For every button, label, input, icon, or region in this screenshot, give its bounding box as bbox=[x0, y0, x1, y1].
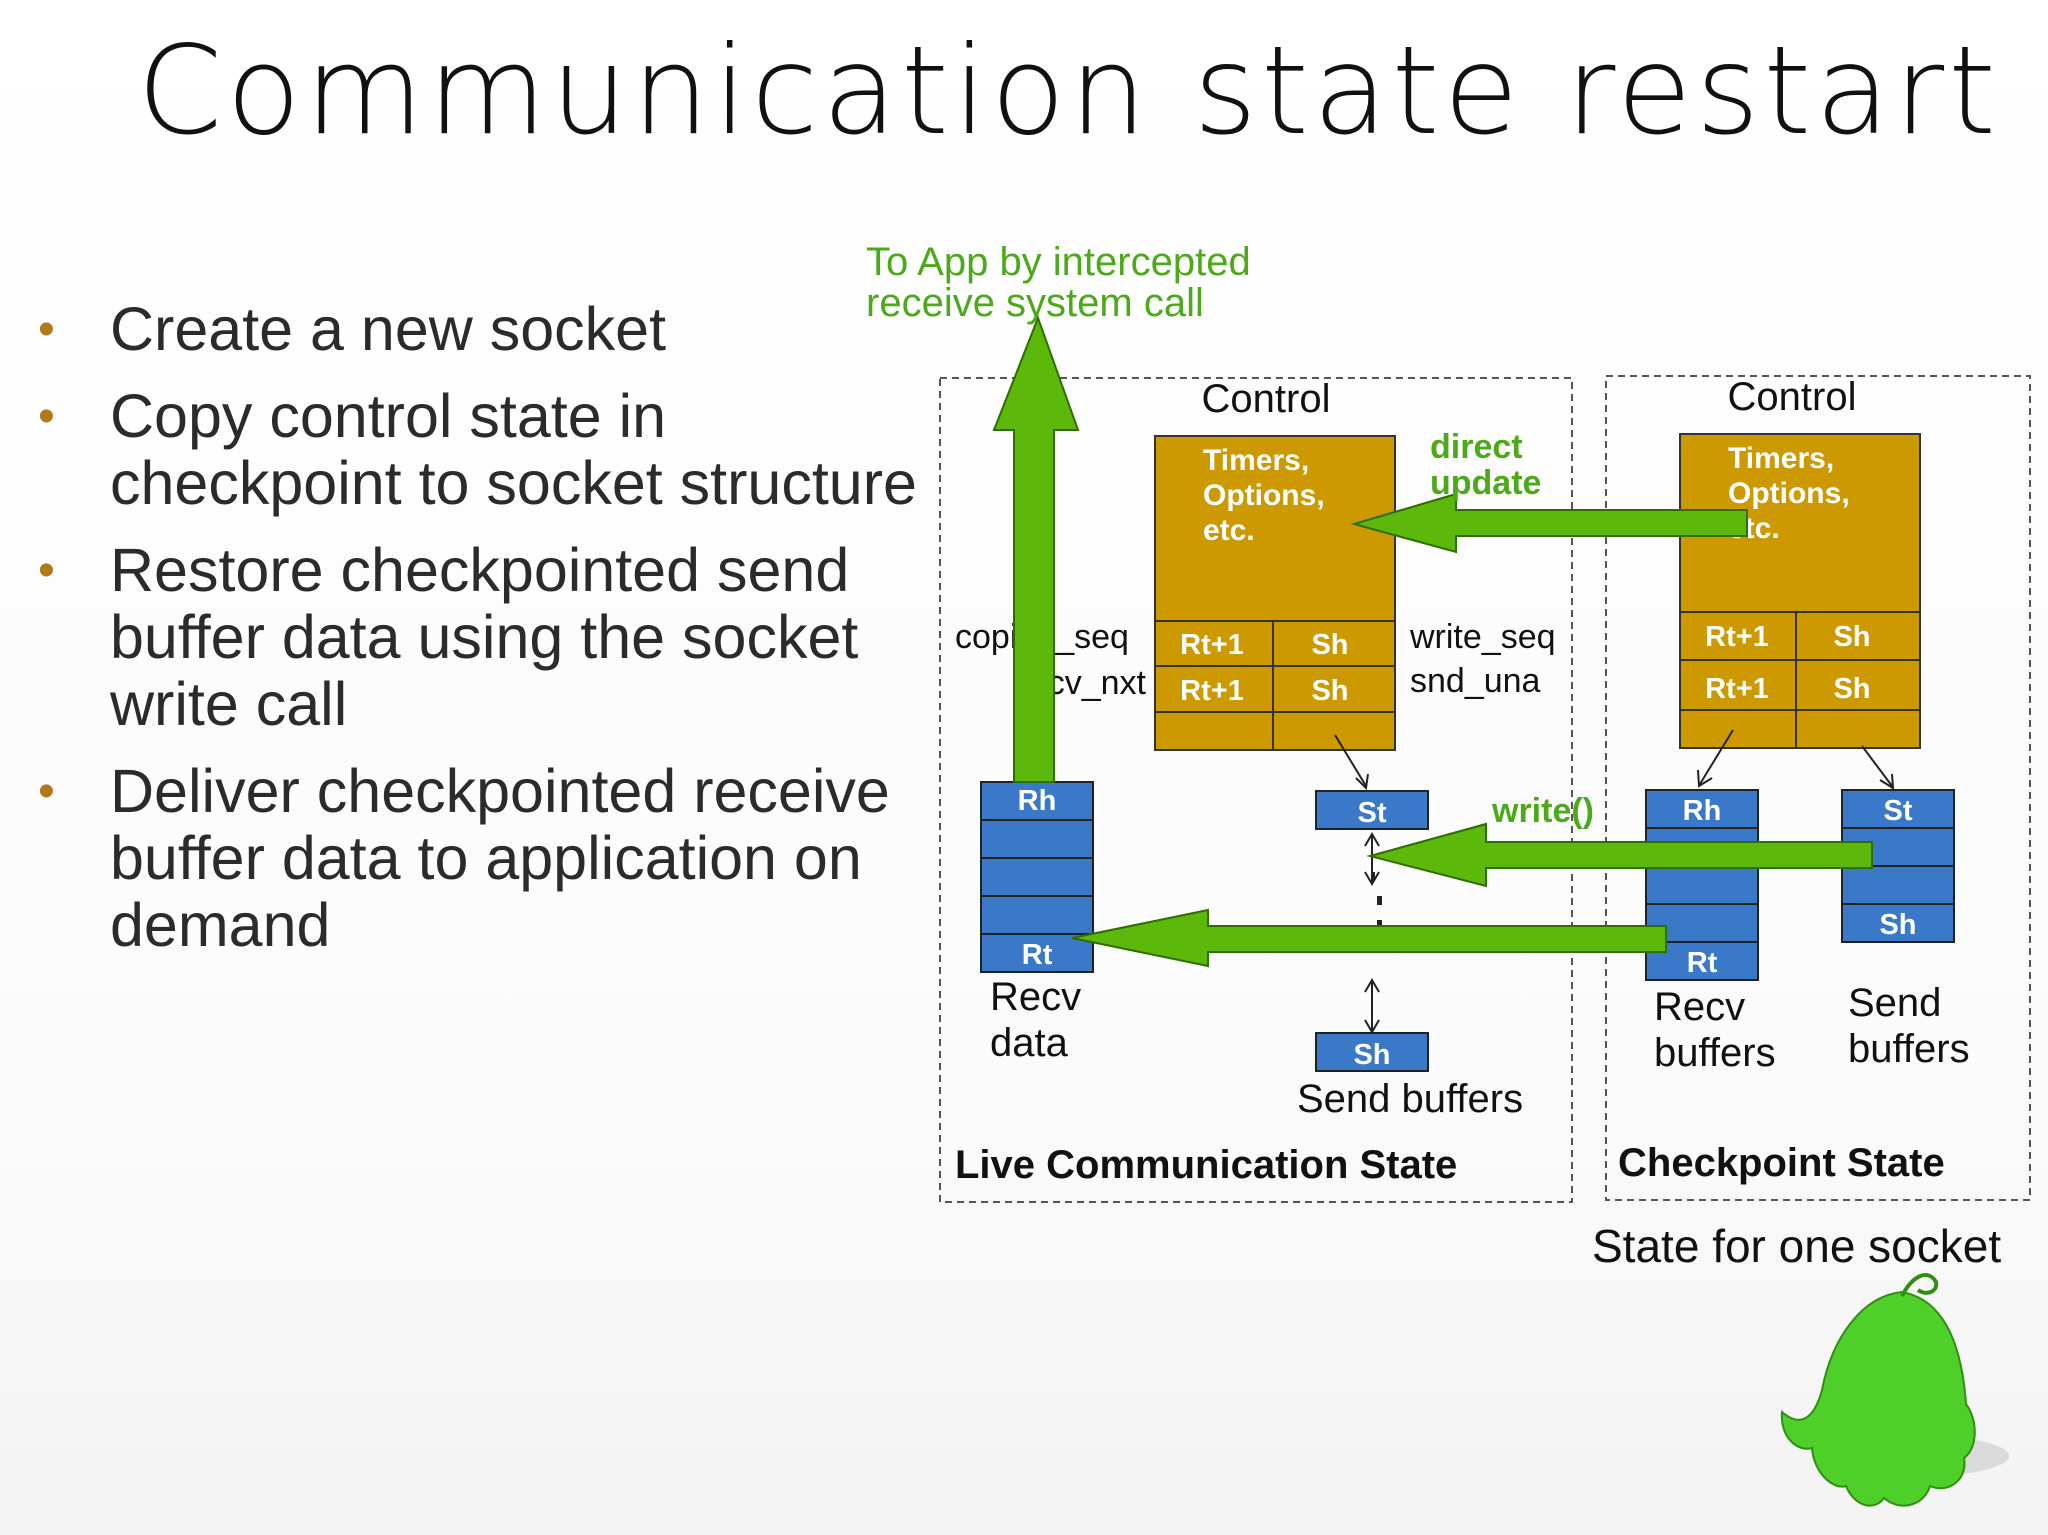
direct-update-line1: direct bbox=[1430, 428, 1523, 466]
checkpoint-timers-line1: Timers, bbox=[1728, 442, 1834, 475]
live-rt1-b: Rt+1 bbox=[1180, 675, 1244, 707]
checkpoint-rt1-a: Rt+1 bbox=[1705, 621, 1769, 653]
live-recv-buffer: Rh Rt bbox=[980, 781, 1094, 973]
recv-data-line2: data bbox=[990, 1021, 1069, 1065]
live-rt: Rt bbox=[1022, 939, 1053, 971]
bullet-list: Create a new socket Copy control state i… bbox=[38, 296, 938, 979]
recv-restore-arrow bbox=[1071, 908, 1667, 968]
checkpoint-recv-line2: buffers bbox=[1654, 1031, 1776, 1075]
ellipsis-dots bbox=[1371, 872, 1382, 929]
mascot-icon bbox=[1780, 1273, 2009, 1507]
to-app-arrow bbox=[992, 315, 1080, 783]
live-sh: Sh bbox=[1353, 1039, 1390, 1071]
app-note-line1: To App by intercepted bbox=[866, 240, 1251, 284]
write-call-label: write() bbox=[1491, 792, 1594, 830]
checkpoint-control-label: Control bbox=[1728, 375, 1857, 419]
live-st: St bbox=[1358, 797, 1387, 829]
direct-update-line2: update bbox=[1430, 464, 1541, 502]
pointer-arrows bbox=[1334, 729, 1895, 1034]
bullet-item: Create a new socket bbox=[38, 296, 938, 364]
checkpoint-send-line2: buffers bbox=[1848, 1027, 1970, 1071]
live-state-box bbox=[939, 377, 1573, 1203]
checkpoint-send-line1: Send bbox=[1848, 981, 1941, 1025]
live-sh-a: Sh bbox=[1311, 629, 1348, 661]
app-note-line2: receive system call bbox=[866, 281, 1204, 325]
live-timers-line1: Timers, bbox=[1203, 444, 1309, 477]
checkpoint-recv-line1: Recv bbox=[1654, 985, 1745, 1029]
checkpoint-st: St bbox=[1884, 795, 1913, 827]
checkpoint-rt: Rt bbox=[1687, 947, 1718, 979]
live-send-buffers-label: Send buffers bbox=[1297, 1077, 1523, 1121]
live-sh-b: Sh bbox=[1311, 675, 1348, 707]
checkpoint-send-buffer: St Sh bbox=[1841, 789, 1955, 943]
live-rh: Rh bbox=[1018, 785, 1057, 817]
checkpoint-control-block: Timers, Options, etc. Rt+1 Sh Rt+1 Sh bbox=[1679, 433, 1921, 749]
checkpoint-sh-a: Sh bbox=[1833, 621, 1870, 653]
live-sh-box bbox=[1315, 1032, 1429, 1072]
live-rt1-a: Rt+1 bbox=[1180, 629, 1244, 661]
state-footer: State for one socket bbox=[1592, 1220, 2001, 1272]
checkpoint-state-caption: Checkpoint State bbox=[1618, 1141, 1945, 1185]
live-control-block: Timers, Options, etc. Rt+1 Sh Rt+1 Sh bbox=[1154, 435, 1396, 751]
checkpoint-sh-b: Sh bbox=[1833, 673, 1870, 705]
live-timers-line2: Options, bbox=[1203, 479, 1325, 512]
checkpoint-rt1-b: Rt+1 bbox=[1705, 673, 1769, 705]
checkpoint-sh: Sh bbox=[1879, 909, 1916, 941]
write-seq-label: write_seq bbox=[1409, 618, 1556, 656]
live-state-caption: Live Communication State bbox=[955, 1143, 1457, 1187]
live-timers-line3: etc. bbox=[1203, 514, 1255, 547]
direct-update-arrow-shape bbox=[1350, 492, 1748, 554]
recv-data-line1: Recv bbox=[990, 975, 1081, 1019]
snd-una-label: snd_una bbox=[1410, 662, 1541, 700]
bullet-item: Copy control state in checkpoint to sock… bbox=[38, 383, 938, 517]
bullet-item: Restore checkpointed send buffer data us… bbox=[38, 537, 938, 738]
bullet-item: Deliver checkpointed receive buffer data… bbox=[38, 758, 938, 959]
live-control-label: Control bbox=[1202, 377, 1331, 421]
live-st-box bbox=[1315, 790, 1429, 830]
write-arrow bbox=[1366, 822, 1873, 888]
checkpoint-timers-line2: Options, bbox=[1728, 477, 1850, 510]
slide-title: Communication state restart bbox=[137, 20, 2000, 162]
checkpoint-rh: Rh bbox=[1683, 795, 1722, 827]
